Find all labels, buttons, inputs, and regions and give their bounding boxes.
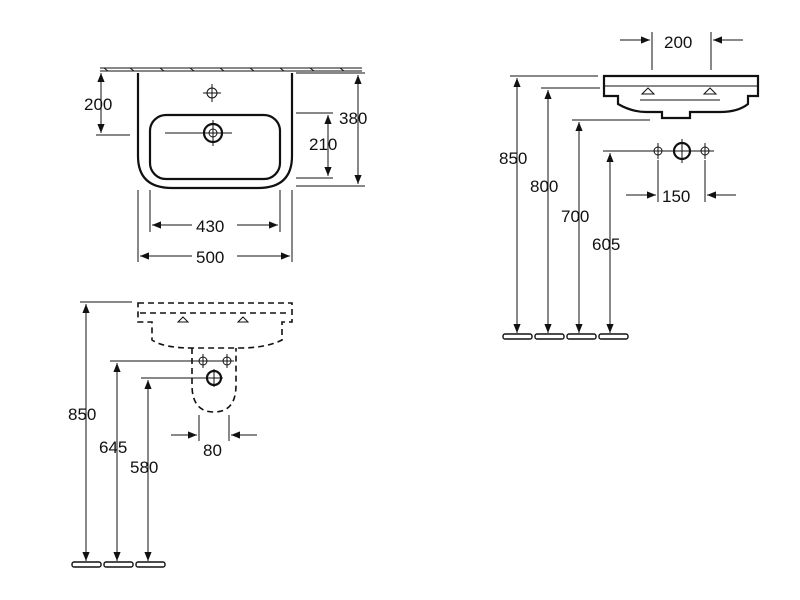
wall-line: [100, 67, 362, 72]
floor-line-front: [71, 561, 166, 568]
basin-profile: [602, 74, 760, 120]
dim-width-outer: 500: [196, 248, 224, 267]
top-view: 200 380 210 430 500: [84, 67, 367, 267]
waste-outlet-icon: [165, 120, 232, 146]
dim-underside-height: 800: [530, 177, 558, 196]
dim-rim-height-front: 850: [68, 405, 96, 424]
bowl-outline: [148, 113, 282, 181]
basin-outline: [136, 73, 294, 190]
side-view: 200 150 850 800 700 605: [499, 32, 760, 340]
dim-waste-height-front: 580: [130, 458, 158, 477]
dim-supply-height: 605: [592, 235, 620, 254]
dim-depth: 380: [339, 109, 367, 128]
dim-supply-spacing: 150: [662, 187, 690, 206]
basin-dashed-outline: [137, 302, 293, 349]
supply-holes-icon: [650, 139, 714, 163]
dim-tap-spacing: 200: [664, 33, 692, 52]
dim-tap-from-wall: 200: [84, 95, 112, 114]
dim-rim-height-side: 850: [499, 149, 527, 168]
pedestal-connections-icon: [196, 354, 234, 387]
dim-width-inner: 430: [196, 217, 224, 236]
dim-waste-from-wall: 210: [309, 135, 337, 154]
dim-waste-height: 700: [561, 207, 589, 226]
tap-hole-icon: [203, 84, 221, 102]
dim-supply-height-front: 645: [99, 438, 127, 457]
front-view: 80 850 645 580: [68, 301, 293, 568]
floor-line: [502, 333, 629, 340]
dim-pedestal-spacing: 80: [203, 441, 222, 460]
